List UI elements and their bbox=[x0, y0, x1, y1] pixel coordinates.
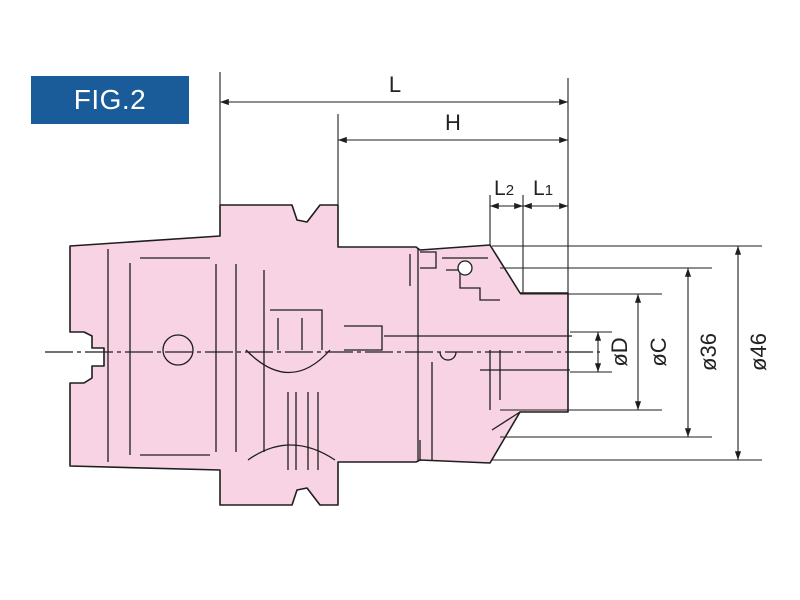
dimension-lines bbox=[220, 98, 742, 460]
extension-lines bbox=[219, 72, 762, 461]
dim-label-46: ø46 bbox=[746, 333, 771, 371]
dim-label-l1: L1 bbox=[533, 177, 553, 200]
dim-label-l2-sub: 2 bbox=[506, 182, 514, 199]
dim-label-36: ø36 bbox=[696, 333, 721, 371]
dim-label-l2: L2 bbox=[494, 177, 514, 200]
dim-label-l1-sub: 1 bbox=[545, 182, 553, 199]
holder-outline bbox=[69, 204, 569, 506]
dim-label-l2-main: L bbox=[494, 177, 506, 200]
holder-body bbox=[69, 204, 569, 506]
coolant-hole bbox=[162, 334, 194, 366]
holder-details bbox=[107, 248, 572, 470]
figure-label: FIG.2 bbox=[31, 76, 189, 124]
dim-label-d: øD bbox=[607, 337, 632, 366]
set-screw bbox=[457, 260, 473, 276]
dim-label-l: L bbox=[389, 72, 401, 97]
dim-label-h: H bbox=[445, 110, 461, 135]
dim-label-c: øC bbox=[646, 337, 671, 366]
dim-label-l1-main: L bbox=[533, 177, 545, 200]
small-port bbox=[439, 351, 457, 361]
